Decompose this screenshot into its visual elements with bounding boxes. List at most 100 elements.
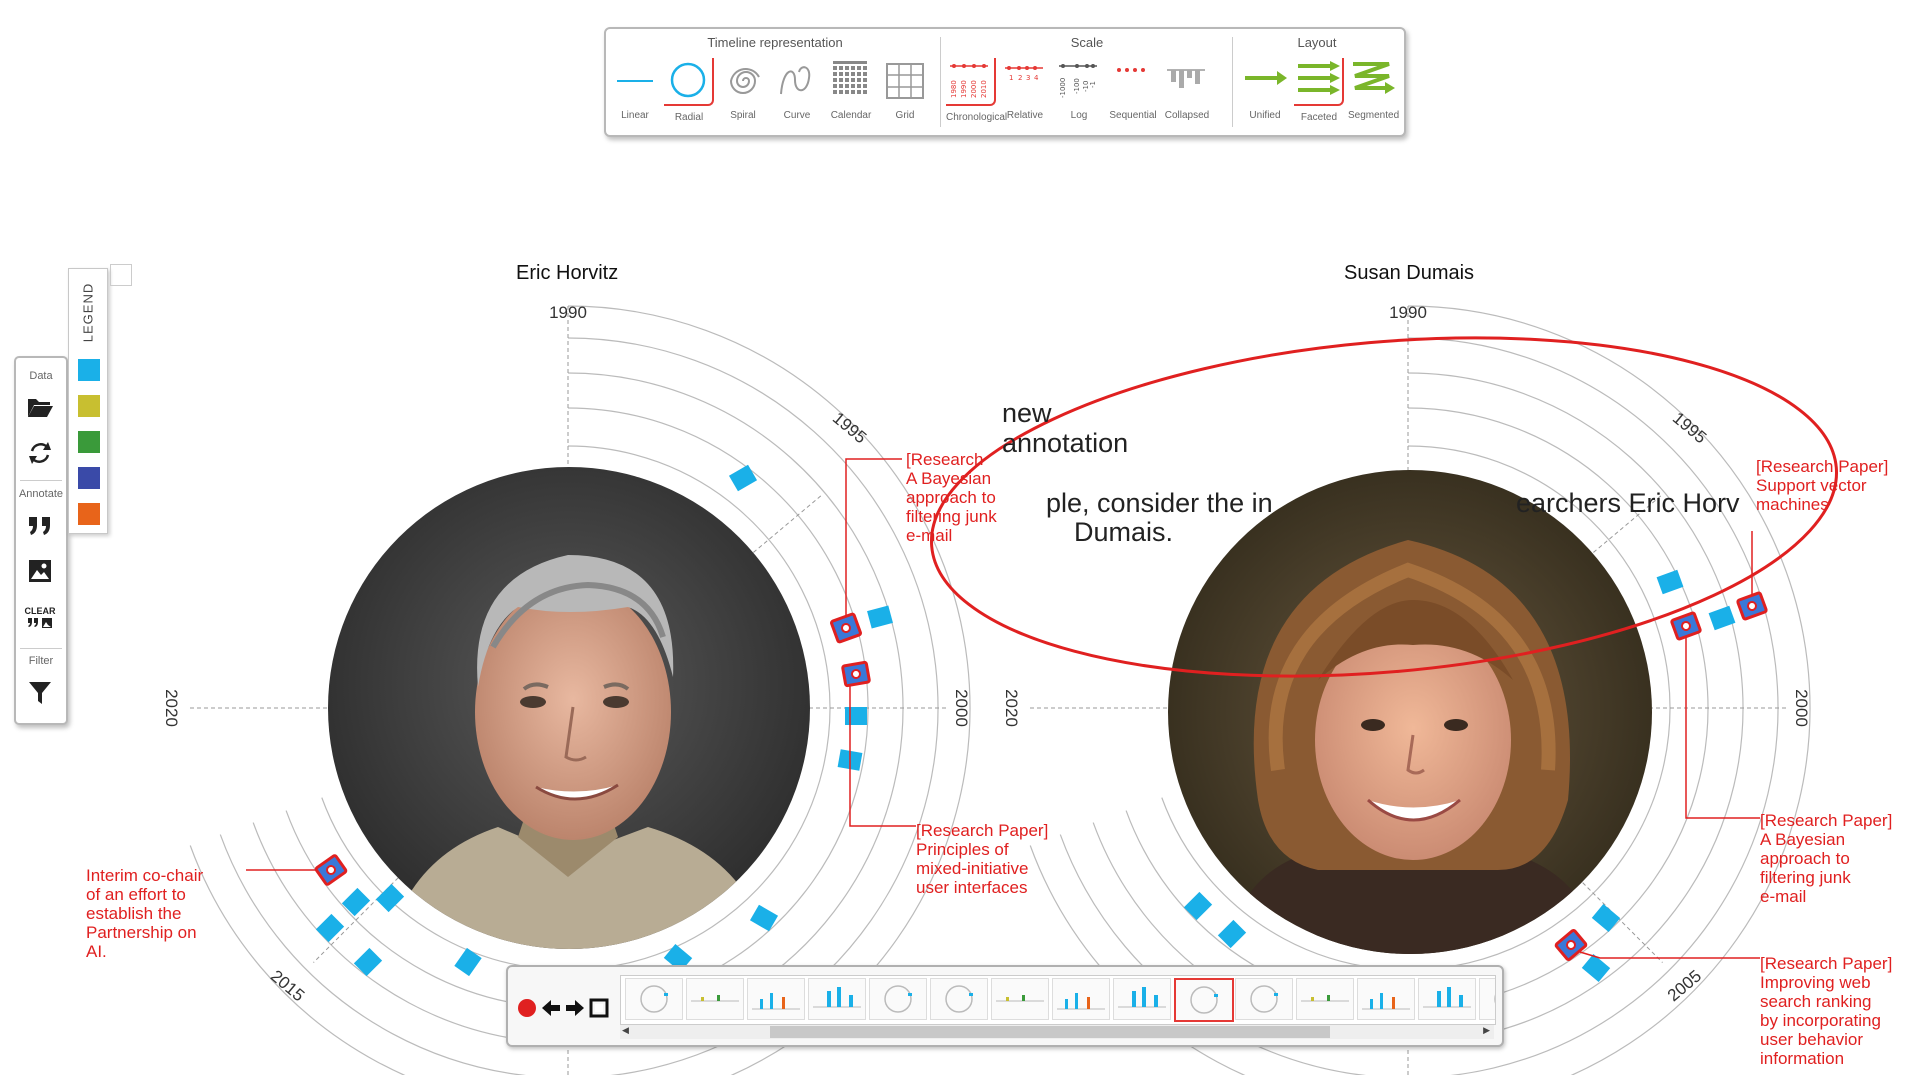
scroll-left-arrow-icon[interactable]: ◀ [622,1025,629,1035]
storyboard-thumbnail[interactable] [1052,978,1110,1020]
storyboard-thumbnail[interactable] [869,978,927,1020]
storyboard-thumbnail[interactable] [808,978,866,1020]
event-marker-svm[interactable] [1736,591,1768,621]
previous-button[interactable] [540,997,562,1019]
annotation-mixed-initiative[interactable]: [Research Paper] Principles of mixed-ini… [916,821,1049,897]
storyboard-thumbnail[interactable] [1296,978,1354,1020]
storyboard-thumbnail[interactable] [1174,978,1234,1022]
clear-annotations-button[interactable]: CLEAR [23,598,57,638]
event-block[interactable] [1217,919,1247,949]
scrollbar-thumb[interactable] [770,1026,1330,1038]
legend-swatch[interactable] [78,359,100,381]
year-label-2020: 2020 [1002,689,1021,727]
year-label-1990: 1990 [549,303,587,322]
log-button[interactable]: -1000-100-10-1 Log [1054,58,1104,128]
event-block[interactable] [315,913,345,943]
legend-swatch[interactable] [78,467,100,489]
fullscreen-button[interactable] [588,997,610,1019]
storyboard-thumbnail[interactable] [1479,978,1495,1020]
filmstrip-scrollbar[interactable]: ◀ ▶ [620,1025,1494,1039]
filter-button[interactable] [23,676,57,710]
open-folder-button[interactable] [23,390,57,424]
storyboard-thumbnail[interactable] [686,978,744,1020]
scroll-right-arrow-icon[interactable]: ▶ [1483,1025,1490,1035]
layout-group-title: Layout [1297,35,1337,50]
event-marker-web-search[interactable] [1554,928,1588,962]
legend-swatch[interactable] [78,503,100,525]
storyboard-thumbnail[interactable] [1113,978,1171,1020]
annotation-bayesian-eh[interactable]: [Research A Bayesian approach to filteri… [906,450,997,545]
svg-text:-100: -100 [1073,78,1081,94]
storyboard-thumbnail[interactable] [1357,978,1415,1020]
year-label-2000: 2000 [1792,689,1811,727]
grid-button[interactable]: Grid [880,58,930,128]
storyboard-thumbnail[interactable] [930,978,988,1020]
scale-group-title: Scale [1070,35,1104,50]
add-text-annotation-button[interactable] [23,508,57,542]
record-button[interactable] [516,997,538,1019]
event-marker-mixed-initiative[interactable] [841,660,871,688]
annotation-partnership-ai[interactable]: Interim co-chair of an effort to establi… [86,866,204,961]
linear-icon [611,58,659,104]
representation-group: Timeline representation [610,29,940,135]
calendar-icon [827,58,875,104]
caption-text-fragment-2: Dumais. [1074,517,1174,547]
spiral-button[interactable]: Spiral [718,58,768,128]
calendar-button[interactable]: Calendar [826,58,876,128]
year-label-1990: 1990 [1389,303,1427,322]
storyboard-thumbnail[interactable] [991,978,1049,1020]
event-marker-bayesian-eh[interactable] [830,612,862,644]
storyboard-thumbnail[interactable] [1235,978,1293,1020]
caption-text-fragment-right: earchers Eric Horv [1516,488,1740,518]
annotation-svm[interactable]: [Research Paper] Support vector machines [1756,457,1889,514]
annotation-bayesian-sd[interactable]: [Research Paper] A Bayesian approach to … [1760,811,1893,906]
next-button[interactable] [564,997,586,1019]
legend-swatch[interactable] [78,395,100,417]
annotation-web-search[interactable]: [Research Paper] Improving web search ra… [1760,954,1893,1068]
event-block[interactable] [341,887,371,917]
event-block[interactable] [1183,891,1213,921]
event-block[interactable] [1581,954,1611,982]
left-toolbar: Data Annotate CLEAR Filter [14,356,68,725]
storyboard-thumbnails [620,975,1496,1025]
event-block[interactable] [663,944,693,972]
event-marker-bayesian-sd[interactable] [1670,611,1702,641]
unified-button[interactable]: Unified [1240,58,1290,128]
collapsed-button[interactable]: Collapsed [1162,58,1212,128]
event-block[interactable] [749,904,779,932]
svg-text:1980: 1980 [950,80,958,98]
event-block[interactable] [1591,904,1621,932]
faceted-icon [1294,58,1344,106]
event-marker-partnership-ai[interactable] [314,854,348,886]
segmented-icon [1349,58,1397,104]
timeline-title-eric-horvitz: Eric Horvitz [516,262,619,284]
faceted-button[interactable]: Faceted [1294,58,1344,128]
legend-resize-handle[interactable] [110,264,132,286]
storyboard-thumbnail[interactable] [625,978,683,1020]
segmented-button[interactable]: Segmented [1348,58,1399,128]
radial-button[interactable]: Radial [664,58,714,128]
new-annotation-text[interactable]: new annotation [1002,398,1129,458]
storyboard-thumbnail[interactable] [747,978,805,1020]
event-block[interactable] [353,947,383,977]
sequential-icon [1109,58,1157,104]
legend-panel[interactable]: LEGEND [68,268,108,534]
legend-swatch[interactable] [78,431,100,453]
event-block[interactable] [375,883,405,913]
collapsed-icon [1163,58,1211,104]
event-block[interactable] [454,947,482,977]
curve-button[interactable]: Curve [772,58,822,128]
linear-button[interactable]: Linear [610,58,660,128]
add-image-annotation-button[interactable] [23,554,57,588]
svg-text:-1: -1 [1089,81,1097,88]
refresh-button[interactable] [23,436,57,470]
event-block[interactable] [728,464,758,492]
radial-icon [664,58,714,106]
eric-horvitz-photo[interactable] [328,467,810,949]
storyboard-thumbnail[interactable] [1418,978,1476,1020]
sequential-button[interactable]: Sequential [1108,58,1158,128]
